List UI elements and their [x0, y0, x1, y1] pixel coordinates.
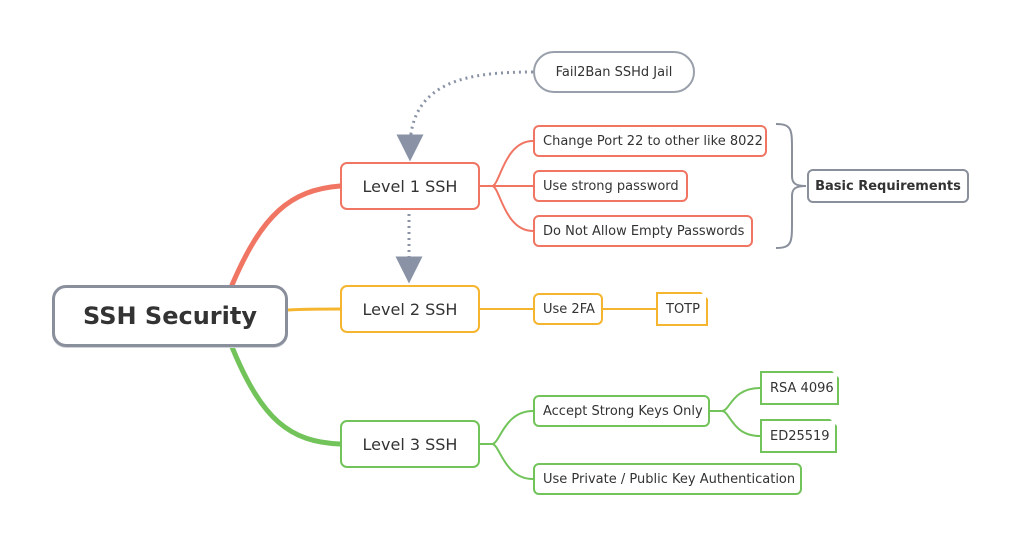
level-3-item-key-auth[interactable]: Use Private / Public Key Authentication	[533, 463, 802, 495]
level-2-sub-totp[interactable]: TOTP	[656, 292, 708, 326]
branch-level-1	[229, 183, 343, 288]
link-l1-item-1	[480, 140, 534, 187]
level-3-node[interactable]: Level 3 SSH	[340, 420, 480, 468]
level-2-item-2fa[interactable]: Use 2FA	[533, 293, 603, 325]
link-l3-item-1	[480, 410, 534, 445]
branch-level-3	[229, 344, 343, 447]
level-1-item-change-port[interactable]: Change Port 22 to other like 8022	[533, 125, 767, 157]
link-l3-sub-1	[710, 387, 761, 412]
summary-bracket	[775, 123, 807, 249]
level-3-sub-rsa[interactable]: RSA 4096	[760, 371, 839, 405]
level-3-sub-ed25519[interactable]: ED25519	[760, 419, 837, 453]
level-3-item-strong-keys[interactable]: Accept Strong Keys Only	[533, 395, 710, 427]
summary-basic-requirements[interactable]: Basic Requirements	[807, 169, 969, 203]
level-1-node[interactable]: Level 1 SSH	[340, 162, 480, 210]
branch-level-2	[287, 307, 341, 312]
link-l3-sub-2	[710, 410, 761, 437]
root-node[interactable]: SSH Security	[52, 285, 288, 347]
callout-node[interactable]: Fail2Ban SSHd Jail	[533, 51, 695, 93]
link-l3-item-2	[480, 443, 534, 480]
level-2-node[interactable]: Level 2 SSH	[340, 285, 480, 333]
level-1-item-strong-password[interactable]: Use strong password	[533, 170, 688, 202]
link-l1-item-3	[480, 185, 534, 232]
relation-fail2ban-to-level-1	[396, 70, 534, 162]
level-1-item-no-empty-passwords[interactable]: Do Not Allow Empty Passwords	[533, 215, 753, 247]
